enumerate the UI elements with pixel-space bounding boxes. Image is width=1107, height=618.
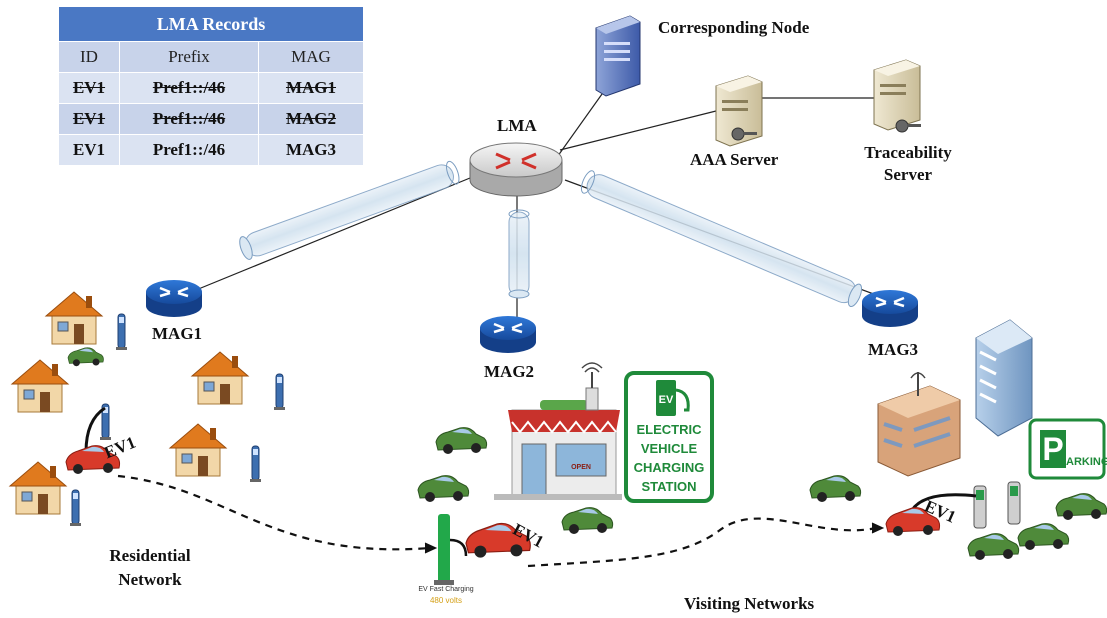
charger-volts: 480 volts [429, 596, 463, 605]
house-icon [9, 461, 67, 515]
ev1-path-station-to-parking [527, 517, 877, 568]
parking-sign-p: P [1042, 431, 1064, 467]
parked-car-icon [809, 475, 862, 503]
aaa-server-icon [715, 75, 763, 147]
lma-router-icon [469, 142, 563, 197]
parking-sign [1028, 418, 1106, 480]
antenna-icon [581, 362, 603, 411]
residential-network-label: Residential Network [90, 544, 210, 592]
home-charger-icon [115, 313, 128, 351]
charger-caption: EV Fast Charging [418, 586, 474, 593]
mag1-router-icon [146, 280, 202, 317]
corresponding-node-server-icon [595, 15, 641, 97]
row-prefix: Pref1::/46 [119, 134, 259, 166]
house-icon [45, 291, 103, 345]
charging-cable [84, 406, 106, 453]
mag3-label: MAG3 [868, 340, 919, 359]
ev-sign-line1: ELECTRIC [636, 422, 702, 437]
table-row: EV1 Pref1::/46 MAG2 [58, 103, 364, 135]
corresponding-node-label: Corresponding Node [658, 18, 810, 37]
traceability-server-label: Traceability Server [850, 142, 966, 186]
home-charger-icon [273, 373, 286, 411]
row-mag: MAG1 [258, 72, 364, 104]
lma-label: LMA [497, 116, 537, 135]
ev-sign-line2: VEHICLE [640, 441, 698, 456]
home-charger-icon [249, 445, 262, 483]
col-prefix-header: Prefix [119, 41, 259, 73]
traceability-label-line2: Server [883, 165, 933, 184]
row-id: EV1 [58, 134, 120, 166]
house-icon [169, 423, 227, 477]
parking-sign-text: ARKING [1066, 456, 1107, 468]
shop-sign-text: OPEN [571, 464, 591, 471]
parked-car-icon [435, 427, 488, 455]
parked-car-icon [1017, 523, 1070, 551]
fast-charger-icon [434, 514, 468, 585]
tunnel-mag2 [508, 209, 530, 299]
link-lma-aaa [559, 109, 721, 151]
ev-sign-text: ELECTRIC VEHICLE CHARGING STATION [628, 420, 710, 496]
office-building-icon [877, 372, 961, 477]
row-mag: MAG3 [258, 134, 364, 166]
col-mag-header: MAG [258, 41, 364, 73]
parked-car-icon [417, 475, 470, 503]
tunnel-mag1 [239, 160, 460, 260]
residential-label-line1: Residential [109, 546, 191, 565]
table-title: LMA Records [58, 6, 364, 42]
row-mag: MAG2 [258, 103, 364, 135]
arrow-head [424, 542, 438, 554]
parked-car-icon [1055, 493, 1107, 521]
table-row: EV1 Pref1::/46 MAG3 [58, 134, 364, 166]
traceability-server-icon [873, 59, 921, 133]
ev1-path-home-to-station [117, 474, 431, 551]
parked-car-icon [67, 347, 104, 367]
aaa-server-label: AAA Server [690, 150, 779, 169]
ev-sign-line3: CHARGING [633, 460, 705, 475]
col-id-header: ID [58, 41, 120, 73]
row-id: EV1 [58, 103, 120, 135]
mag2-router-icon [480, 316, 536, 353]
mag2-label: MAG2 [484, 362, 535, 381]
house-icon [191, 351, 249, 405]
row-prefix: Pref1::/46 [119, 103, 259, 135]
visiting-networks-label: Visiting Networks [684, 594, 815, 613]
mag1-label: MAG1 [152, 324, 203, 343]
parked-car-icon [967, 533, 1020, 561]
residential-label-line2: Network [118, 570, 182, 589]
home-charger-icon [69, 489, 82, 527]
ev-charging-station-sign [624, 371, 714, 503]
ev-sign-line4: STATION [641, 479, 697, 494]
row-prefix: Pref1::/46 [119, 72, 259, 104]
arrow-head [871, 522, 885, 534]
office-tower-icon [975, 319, 1033, 437]
tunnel-mag3 [580, 170, 863, 308]
mag3-router-icon [862, 290, 918, 327]
traceability-label-line1: Traceability [864, 143, 952, 162]
lma-records-table: LMA Records ID Prefix MAG EV1 Pref1::/46… [58, 6, 364, 166]
table-header-row: ID Prefix MAG [58, 41, 364, 73]
link-lma-mag1 [195, 177, 471, 291]
table-row: EV1 Pref1::/46 MAG1 [58, 72, 364, 104]
ev-sign-letters: EV [658, 394, 674, 406]
parked-car-icon [561, 507, 614, 535]
row-id: EV1 [58, 72, 120, 104]
house-icon [11, 359, 69, 413]
shop-building-icon [494, 400, 622, 500]
